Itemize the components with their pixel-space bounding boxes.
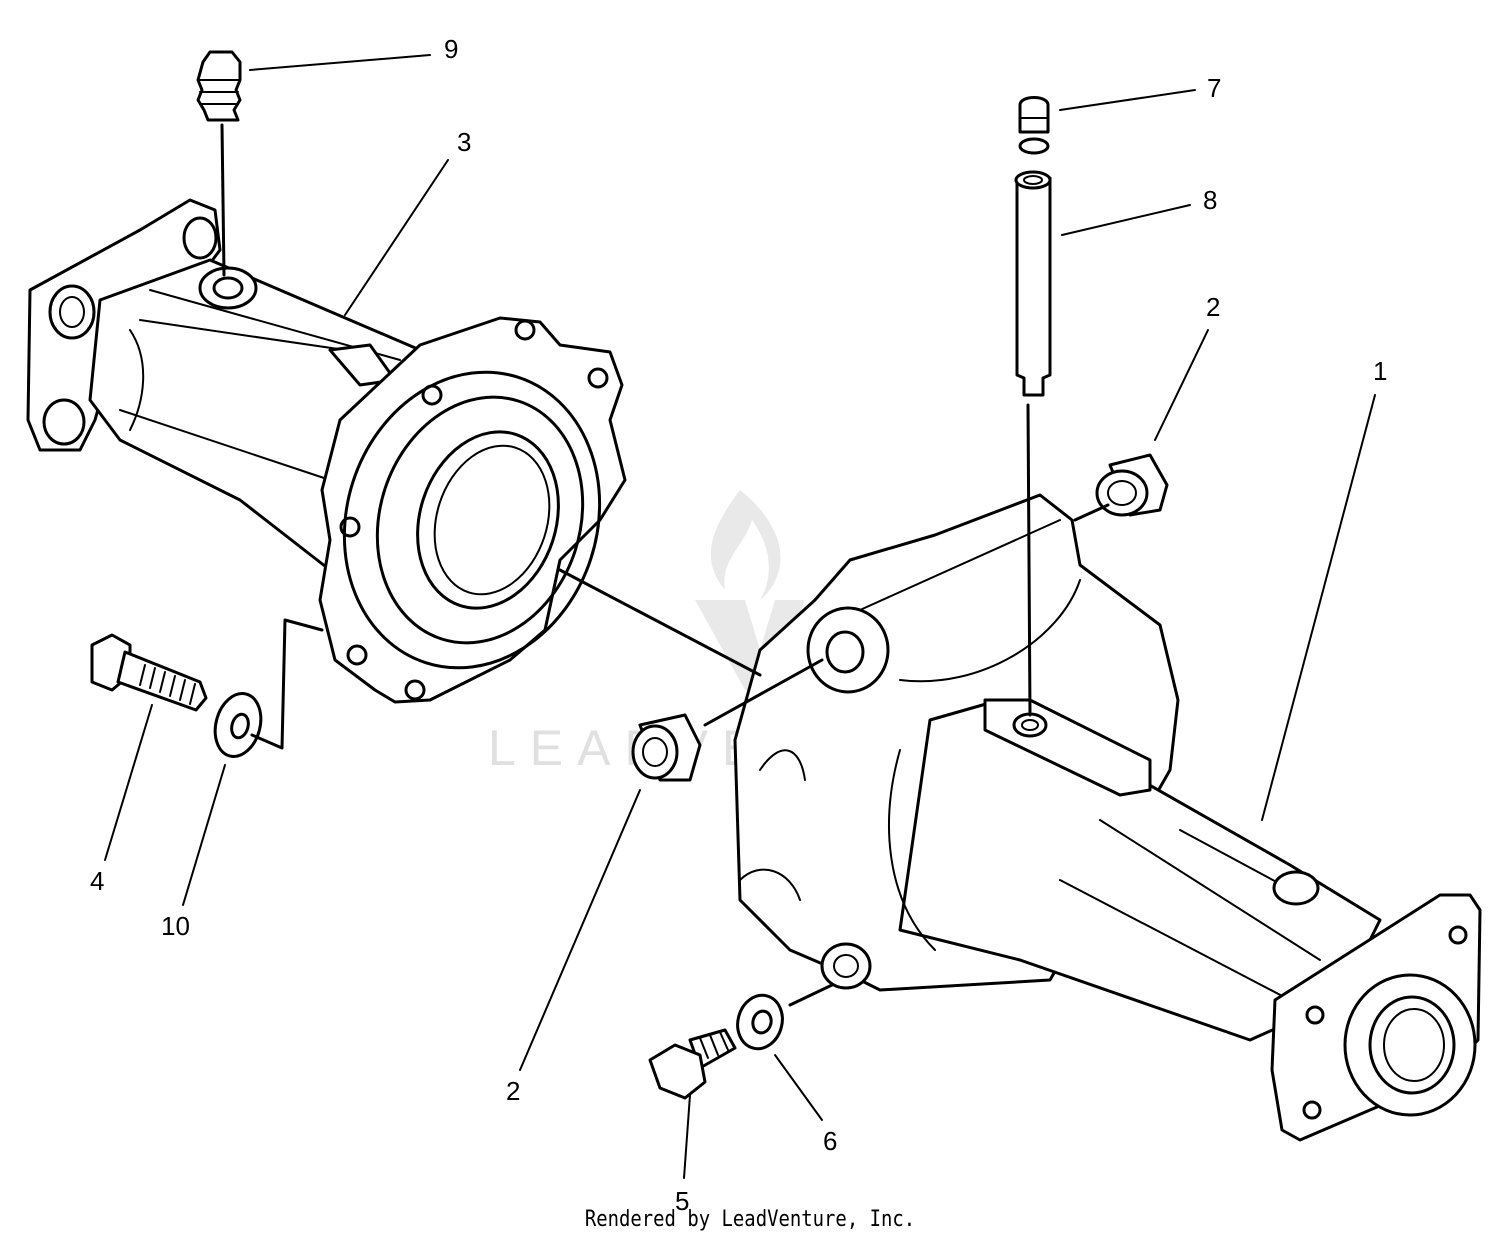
callout-2-lower: 2 — [506, 1076, 520, 1106]
part-8-tube — [1014, 170, 1052, 717]
callout-4: 4 — [90, 866, 104, 896]
callout-3: 3 — [457, 127, 471, 157]
part-4-bolt — [90, 633, 208, 712]
part-2-bushing-upper — [1073, 453, 1169, 522]
part-10-washer — [213, 618, 324, 758]
callout-1: 1 — [1373, 356, 1387, 386]
leader-lines — [104, 54, 1376, 1179]
part-3-housing — [26, 198, 627, 704]
callout-8: 8 — [1203, 185, 1217, 215]
callout-10: 10 — [161, 911, 190, 941]
part-2-bushing-lower — [631, 658, 824, 782]
callout-9: 9 — [444, 34, 458, 64]
part-9-fitting — [196, 50, 242, 277]
callout-5: 5 — [675, 1186, 689, 1216]
part-7-cap — [1018, 96, 1050, 155]
part-6-washer — [736, 983, 834, 1051]
centerline — [558, 568, 762, 677]
credit-line: Rendered by LeadVenture, Inc. — [584, 1207, 916, 1232]
callout-7: 7 — [1207, 73, 1221, 103]
callout-6: 6 — [823, 1126, 837, 1156]
part-1-housing — [733, 493, 1482, 1142]
callout-2-upper: 2 — [1206, 292, 1220, 322]
part-5-drain-plug — [648, 1028, 737, 1100]
